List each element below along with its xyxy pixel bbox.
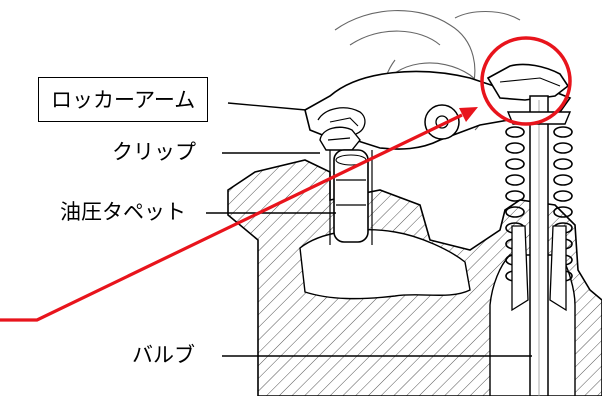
highlight-circle — [480, 36, 572, 126]
rocker-arm-tip — [486, 63, 570, 101]
hydraulic-tappet-label: 油圧タペット — [60, 200, 186, 224]
valve-label: バルブ — [132, 343, 195, 367]
head-cavity — [299, 229, 471, 300]
highlight-pointer — [0, 107, 478, 322]
hydraulic-tappet-part — [329, 149, 373, 245]
clip-label: クリップ — [112, 140, 196, 164]
leader-lines — [206, 102, 532, 357]
rocker-arm-label: ロッカーアーム — [38, 77, 209, 122]
